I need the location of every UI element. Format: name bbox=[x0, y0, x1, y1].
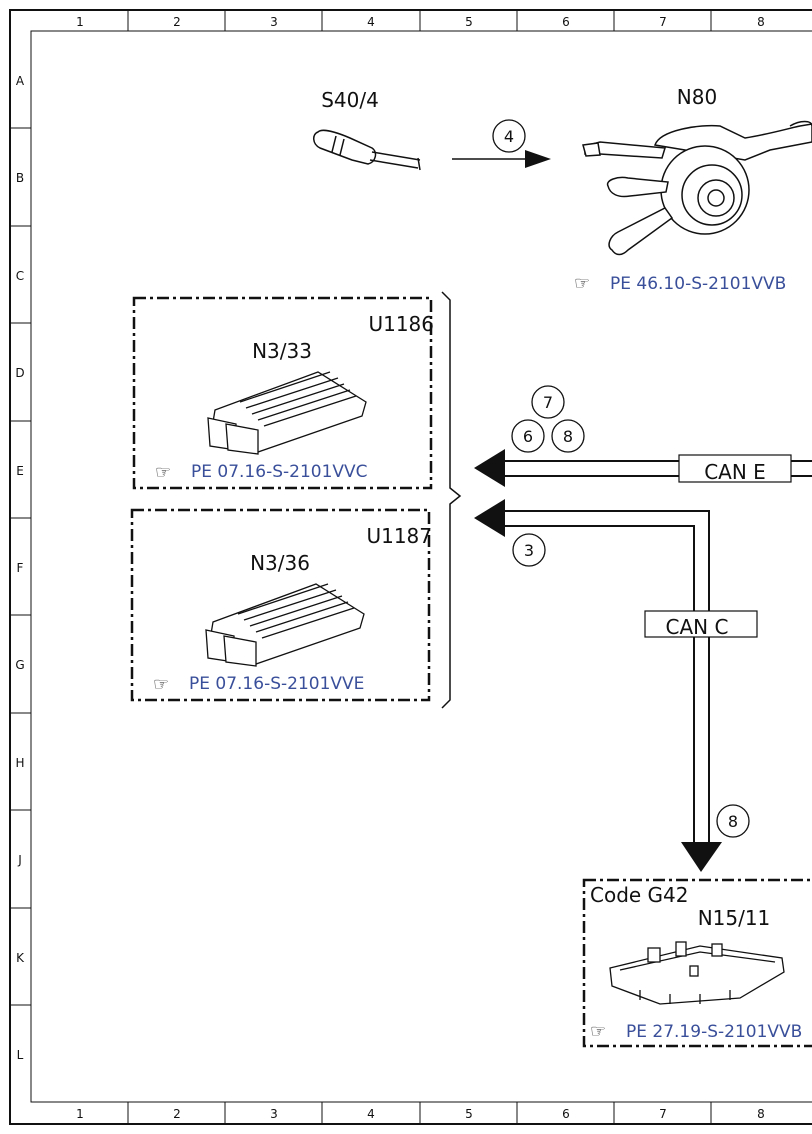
n3-36-label: N3/36 bbox=[250, 551, 310, 575]
code-g42-label: Code G42 bbox=[590, 883, 689, 907]
can-c-left-arrowhead bbox=[474, 499, 505, 537]
callout-8-can-c: 8 bbox=[716, 804, 750, 838]
callout-6: 6 bbox=[511, 419, 545, 453]
u1187-reference: ☞ PE 07.16-S-2101VVE bbox=[153, 674, 364, 695]
col-label-6-top: 6 bbox=[562, 15, 570, 29]
can-c-label-box: CAN C bbox=[644, 610, 758, 639]
row-ruler bbox=[10, 127, 31, 1006]
can-c-bus bbox=[505, 510, 710, 842]
col-label-2-bottom: 2 bbox=[173, 1107, 181, 1121]
can-e-arrowhead bbox=[474, 449, 505, 487]
svg-text:8: 8 bbox=[728, 812, 738, 831]
n3-36-ref-link[interactable]: PE 07.16-S-2101VVE bbox=[189, 674, 364, 694]
row-label-j: J bbox=[17, 853, 22, 867]
callout-3: 3 bbox=[512, 533, 546, 567]
u1186-label: U1186 bbox=[368, 312, 434, 336]
col-label-4-top: 4 bbox=[367, 15, 375, 29]
n80-reference: ☞ PE 46.10-S-2101VVB bbox=[574, 273, 786, 294]
column-ruler bbox=[127, 10, 712, 1124]
callout-8-can-e: 8 bbox=[551, 419, 585, 453]
col-label-5-bottom: 5 bbox=[465, 1107, 473, 1121]
n80-label: N80 bbox=[677, 85, 717, 109]
manual-hand-icon: ☞ bbox=[574, 273, 590, 294]
n15-11-label: N15/11 bbox=[698, 906, 771, 930]
manual-hand-icon: ☞ bbox=[155, 462, 171, 483]
row-label-d: D bbox=[15, 366, 24, 380]
manual-hand-icon: ☞ bbox=[590, 1021, 606, 1042]
col-label-2-top: 2 bbox=[173, 15, 181, 29]
n80-ref-link[interactable]: PE 46.10-S-2101VVB bbox=[610, 274, 786, 294]
n3-33-label: N3/33 bbox=[252, 339, 312, 363]
row-label-f: F bbox=[17, 561, 24, 575]
inner-frame bbox=[30, 30, 812, 1103]
s40-4-label: S40/4 bbox=[321, 88, 379, 112]
col-label-3-top: 3 bbox=[270, 15, 278, 29]
callout-7: 7 bbox=[531, 385, 565, 419]
row-label-b: B bbox=[16, 171, 24, 185]
col-label-1-bottom: 1 bbox=[76, 1107, 84, 1121]
row-label-k: K bbox=[16, 951, 25, 965]
svg-text:6: 6 bbox=[523, 427, 533, 446]
u1186-dashed-frame bbox=[132, 296, 433, 490]
col-label-5-top: 5 bbox=[465, 15, 473, 29]
n15-11-reference: ☞ PE 27.19-S-2101VVB bbox=[590, 1021, 802, 1042]
u1186-reference: ☞ PE 07.16-S-2101VVC bbox=[155, 462, 368, 483]
group-brace bbox=[441, 291, 462, 709]
col-label-7-top: 7 bbox=[659, 15, 667, 29]
svg-text:8: 8 bbox=[563, 427, 573, 446]
col-label-6-bottom: 6 bbox=[562, 1107, 570, 1121]
col-label-4-bottom: 4 bbox=[367, 1107, 375, 1121]
row-label-a: A bbox=[16, 74, 25, 88]
manual-hand-icon: ☞ bbox=[153, 674, 169, 695]
n3-33-ecu-drawing bbox=[207, 371, 367, 455]
svg-text:7: 7 bbox=[543, 393, 553, 412]
col-label-7-bottom: 7 bbox=[659, 1107, 667, 1121]
n3-36-ecu-drawing bbox=[205, 583, 365, 667]
col-label-3-bottom: 3 bbox=[270, 1107, 278, 1121]
svg-text:3: 3 bbox=[524, 541, 534, 560]
can-c-down-arrowhead bbox=[681, 842, 722, 872]
callout-4: 4 bbox=[492, 119, 526, 153]
col-label-1-top: 1 bbox=[76, 15, 84, 29]
arrow-s40-to-n80 bbox=[452, 150, 551, 168]
row-label-l: L bbox=[17, 1048, 24, 1062]
col-label-8-bottom: 8 bbox=[757, 1107, 765, 1121]
svg-text:4: 4 bbox=[504, 127, 514, 146]
u1187-dashed-frame bbox=[130, 508, 431, 702]
can-e-label-box: CAN E bbox=[678, 454, 792, 484]
n80-module-drawing bbox=[582, 120, 812, 256]
row-label-g: G bbox=[15, 658, 24, 672]
u1187-label: U1187 bbox=[366, 524, 432, 548]
outer-frame bbox=[9, 9, 812, 1125]
n3-33-ref-link[interactable]: PE 07.16-S-2101VVC bbox=[191, 462, 368, 482]
svg-text:CAN E: CAN E bbox=[704, 460, 766, 484]
row-label-c: C bbox=[16, 269, 24, 283]
col-label-8-top: 8 bbox=[757, 15, 765, 29]
n15-11-valve-body-drawing bbox=[609, 941, 785, 1005]
n15-11-dashed-frame bbox=[582, 878, 812, 1048]
n15-11-ref-link[interactable]: PE 27.19-S-2101VVB bbox=[626, 1022, 802, 1042]
svg-text:CAN C: CAN C bbox=[666, 615, 729, 639]
row-label-e: E bbox=[16, 464, 24, 478]
row-label-h: H bbox=[15, 756, 24, 770]
s40-4-switch-drawing bbox=[313, 129, 421, 171]
